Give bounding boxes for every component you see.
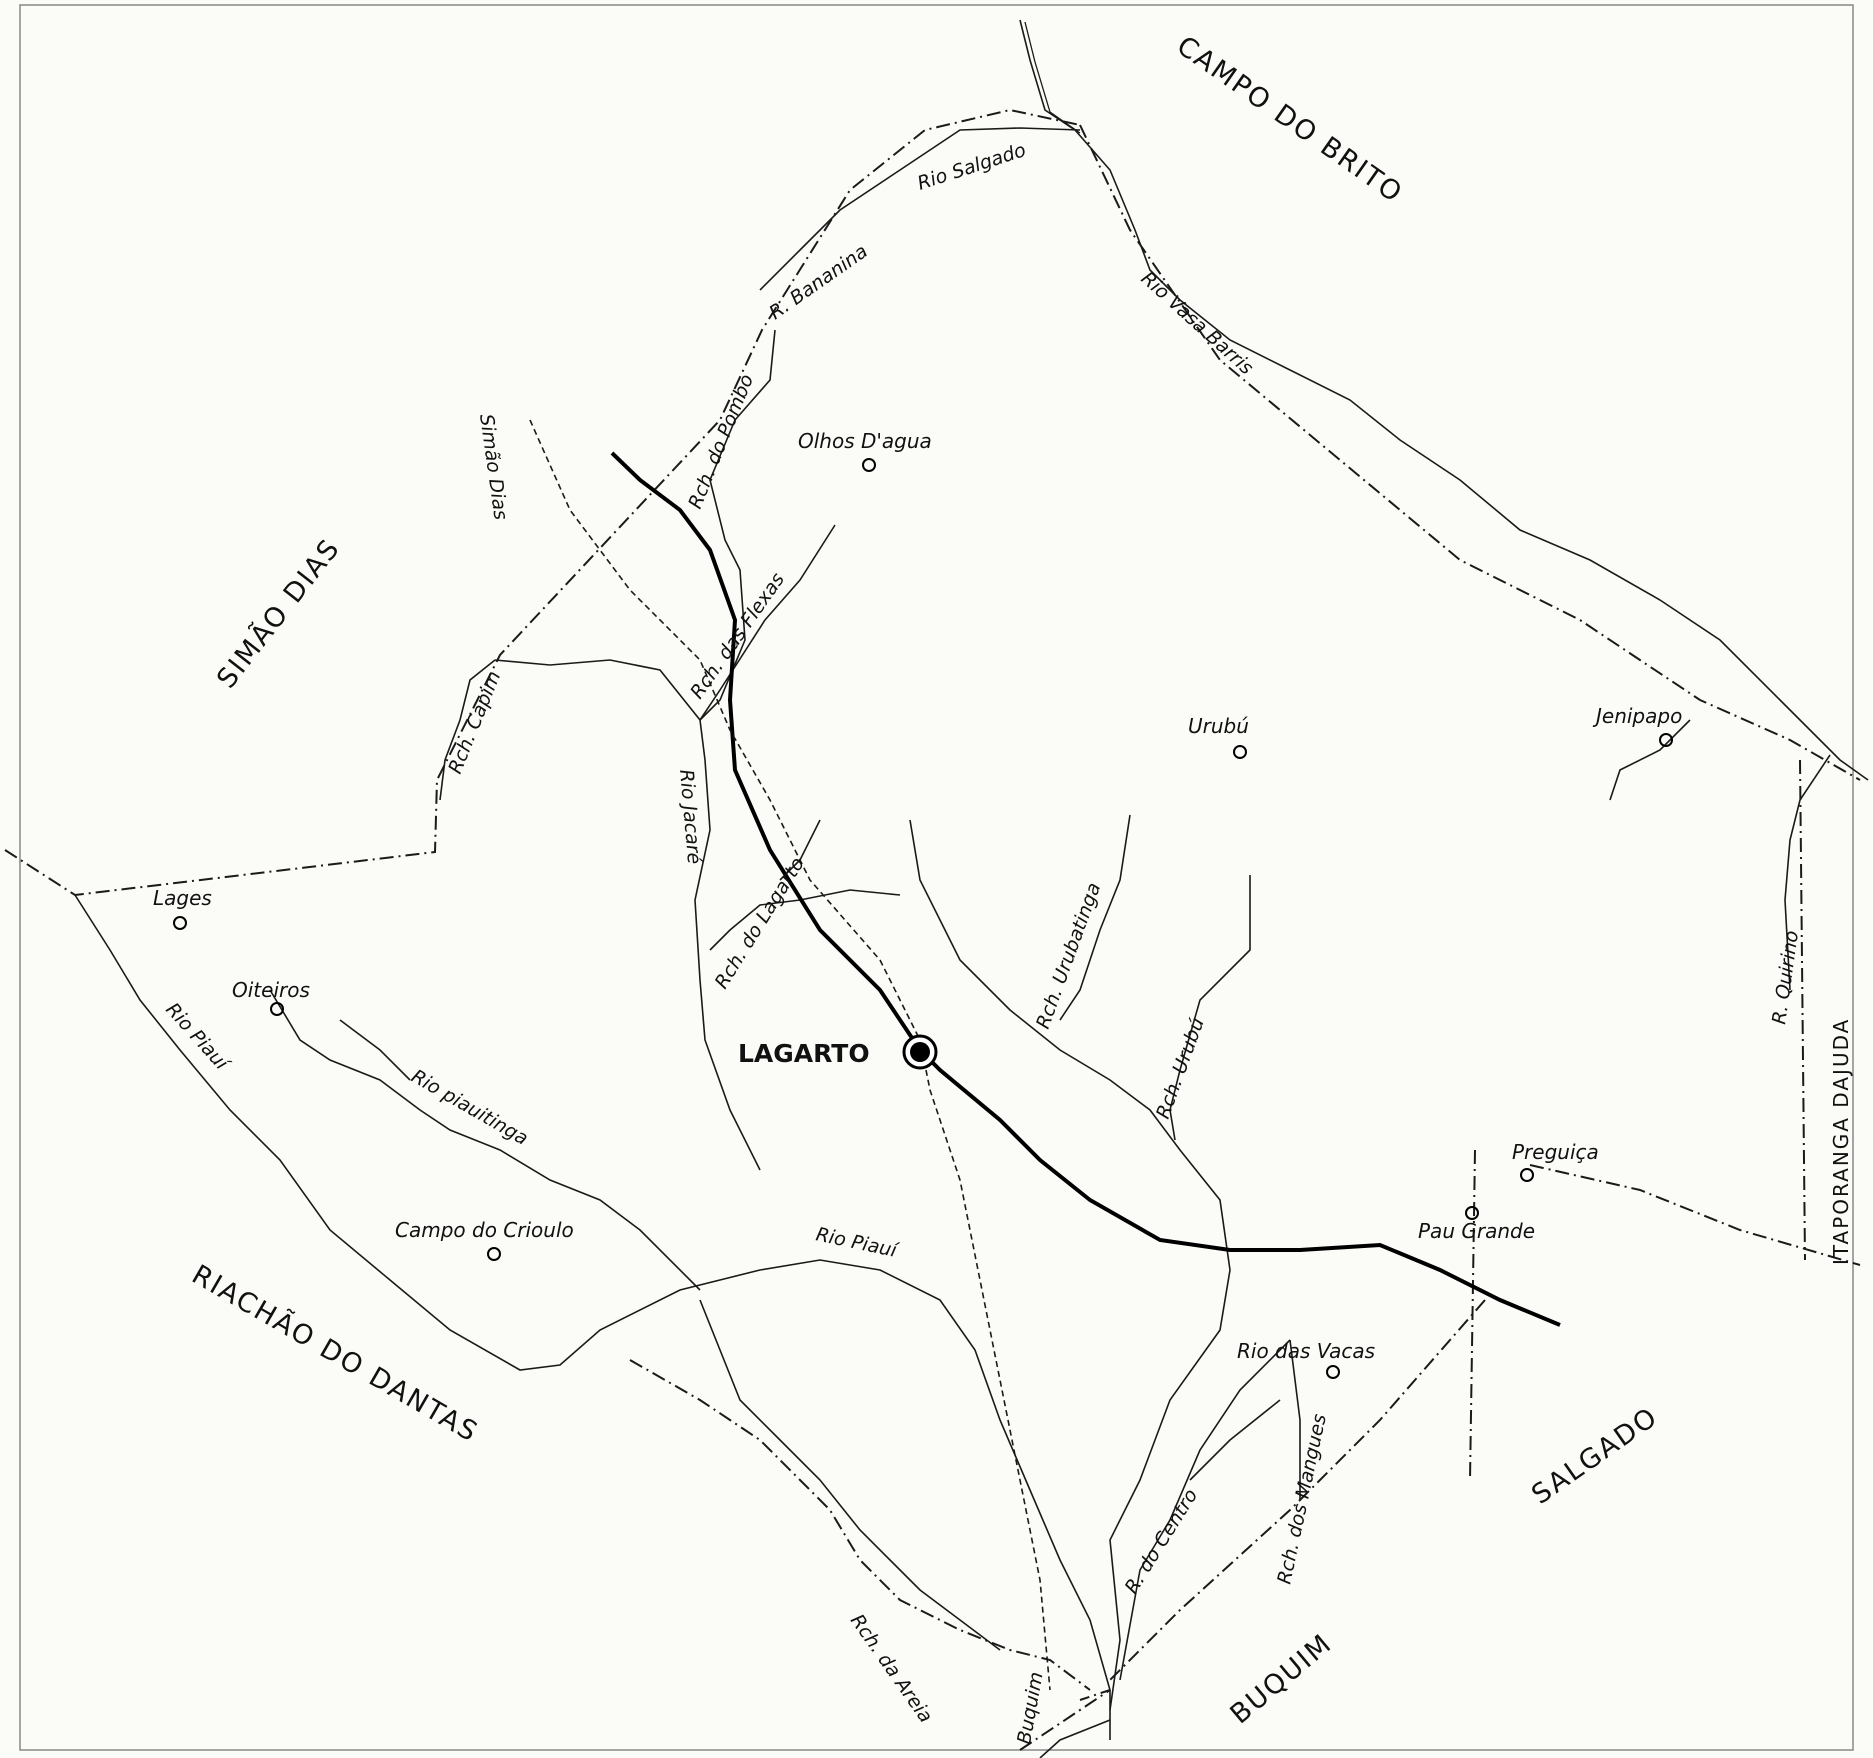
river-label-rio-jacare: Rio Jacaré [675,769,705,866]
river-label-rio-piaui-west: Rio Piauí [161,999,234,1077]
village-label: Pau Grande [1418,1219,1535,1243]
river-label-rch-urubu: Rch. Urubú [1152,1015,1209,1122]
village-marker-icon [270,1002,284,1016]
village-label: Preguiça [1512,1140,1599,1164]
river-label-rch-do-lagarto: Rch. do Lagarto [711,854,809,993]
village-label: Rio das Vacas [1237,1339,1375,1363]
municipal-borders [4,108,1861,1751]
village-marker-icon [1659,733,1673,747]
river-label-rio-salgado: Rio Salgado [915,139,1029,195]
village-label: Jenipapo [1592,704,1682,728]
village-marker-icon [1465,1206,1479,1220]
river-label-r-do-centro: R. do Centro [1121,1485,1203,1597]
city-dot-icon [910,1042,930,1062]
village-label: Urubú [1188,714,1249,738]
village-label: Lages [153,886,212,910]
railway [529,419,1051,1691]
label-riachao-do-dantas: RIACHÃO DO DANTAS [187,1258,485,1448]
villages: Olhos D'agua Urubú Jenipapo Lages Oiteir… [153,429,1682,1379]
rivers [74,19,1869,1758]
river-labels: Rio Salgado R. Bananina Rch. do Pombo Rc… [161,139,1803,1746]
page-frame [19,4,1854,1751]
label-itaporanga: ITAPORANGA DAJUDA [1829,1018,1853,1265]
river-label-r-quirino: R. Quirino [1768,929,1803,1025]
village-marker-icon [487,1247,501,1261]
region-labels: SIMÃO DIAS CAMPO DO BRITO ITAPORANGA DAJ… [187,30,1854,1730]
label-simao-dias: SIMÃO DIAS [210,532,346,694]
village-marker-icon [1233,745,1247,759]
village-marker-icon [1520,1168,1534,1182]
village-marker-icon [173,916,187,930]
river-label-r-bananina: R. Bananina [765,240,872,324]
city-label: LAGARTO [738,1039,870,1068]
village-label: Oiteiros [232,978,310,1002]
river-label-rch-urubatinga: Rch. Urubatinga [1032,880,1105,1032]
label-salgado: SALGADO [1526,1401,1664,1510]
label-buquim: BUQUIM [1225,1628,1339,1731]
river-label-simao-dias: Simão Dias [475,413,512,522]
river-label-vasa-barris: Rio Vasa Barris [1137,267,1258,379]
river-label-rch-da-areia: Rch. da Areia [846,1610,937,1727]
river-label-rch-capim: Rch. Capim [444,668,505,777]
city-lagarto: LAGARTO [738,1034,938,1070]
label-campo-do-brito: CAMPO DO BRITO [1171,30,1409,209]
river-label-rch-do-pombo: Rch. do Pombo [684,371,758,512]
village-marker-icon [1326,1365,1340,1379]
river-label-rch-das-flexas: Rch. das Flexas [686,569,789,703]
river-label-rio-piaui-center: Rio Piauí [814,1223,901,1262]
river-label-rch-dos-mangues: Rch. dos Mangues [1273,1412,1331,1586]
village-marker-icon [862,458,876,472]
village-label: Olhos D'agua [798,429,932,453]
village-label: Campo do Crioulo [395,1218,574,1242]
